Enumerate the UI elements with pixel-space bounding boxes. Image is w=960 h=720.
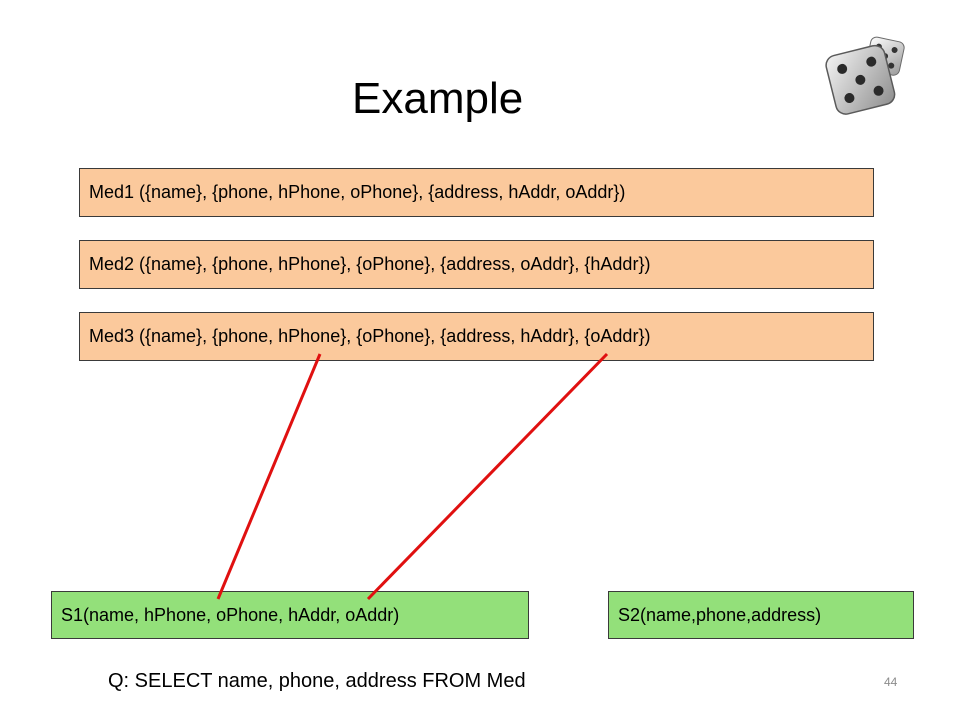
connector-address-line [366,352,609,601]
med2-schema-box: Med2 ({name}, {phone, hPhone}, {oPhone},… [79,240,874,289]
query-text: Q: SELECT name, phone, address FROM Med [108,670,526,692]
page-number: 44 [884,675,898,689]
med1-schema-box: Med1 ({name}, {phone, hPhone, oPhone}, {… [79,168,874,217]
dice-icon [818,32,918,137]
med3-schema-box: Med3 ({name}, {phone, hPhone}, {oPhone},… [79,312,874,361]
slide-title: Example [352,74,524,123]
source-s2-box: S2(name,phone,address) [608,591,914,639]
connector-phone-line [216,353,322,600]
source-s1-box: S1(name, hPhone, oPhone, hAddr, oAddr) [51,591,529,639]
